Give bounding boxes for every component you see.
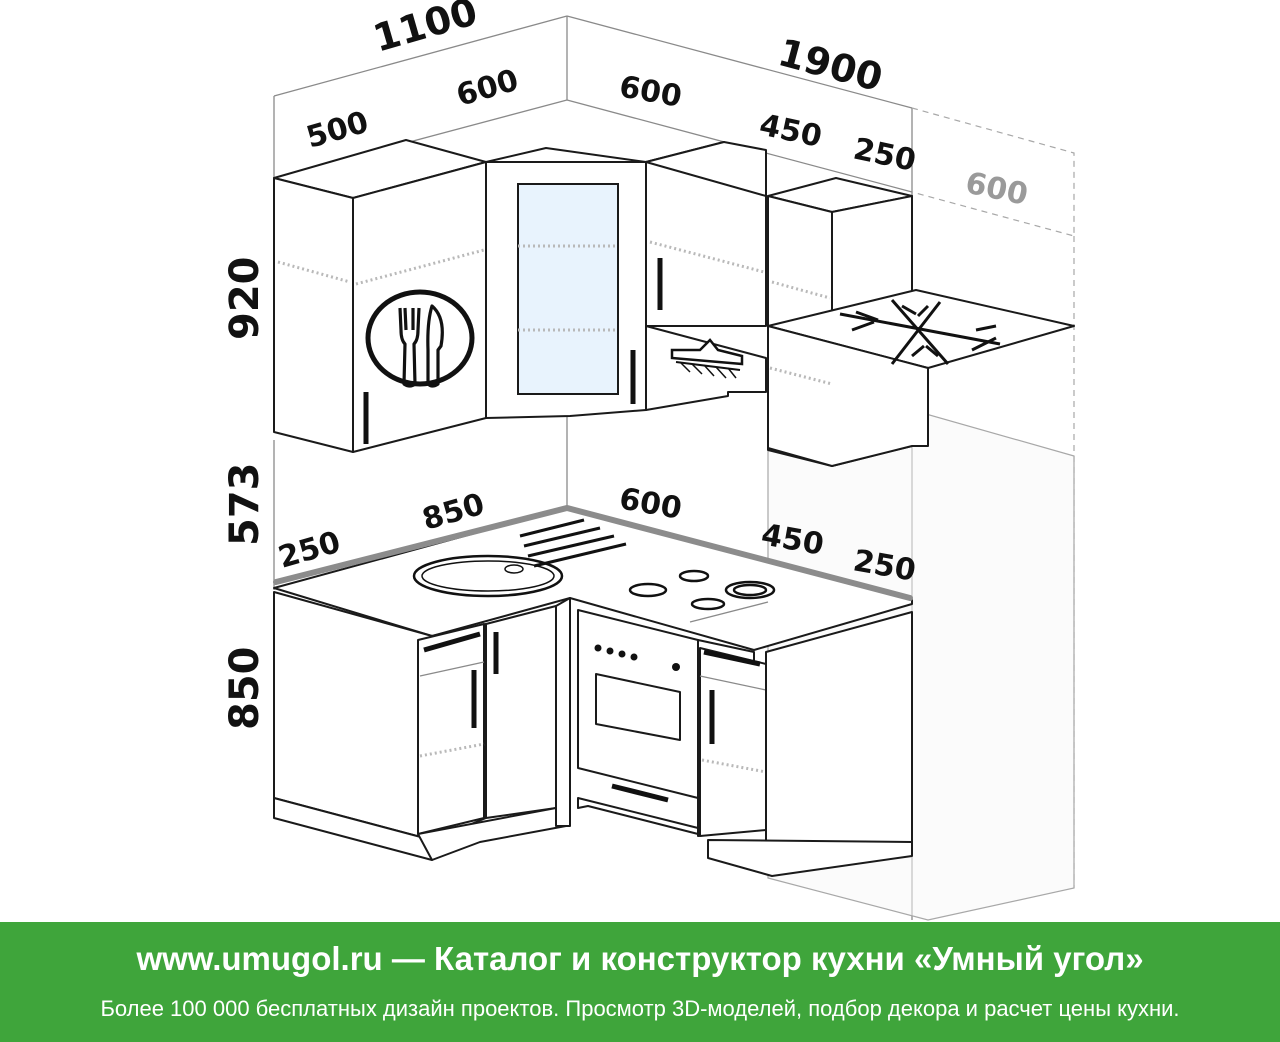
dim-upper-right-250: 250: [850, 132, 919, 179]
fridge: [767, 289, 1075, 467]
dim-upper-height: 920: [222, 257, 268, 341]
base-cabinets: [273, 591, 913, 877]
dim-gap-height: 573: [222, 463, 268, 547]
footer-headline: www.umugol.ru — Каталог и конструктор ку…: [0, 940, 1280, 978]
upper-cabinet-hood: [645, 141, 767, 411]
range-hood-icon: [670, 338, 744, 379]
sink-icon: [412, 518, 627, 598]
dim-upper-right-600: 600: [617, 69, 685, 114]
separator: —: [391, 940, 425, 977]
snowflake-icon: [839, 299, 1001, 365]
footer-banner: www.umugol.ru — Каталог и конструктор ку…: [0, 922, 1280, 1042]
dim-top-right-total: 1900: [774, 30, 888, 100]
dim-upper-left-500: 500: [303, 105, 373, 156]
footer-title: Каталог и конструктор кухни «Умный угол»: [434, 940, 1144, 977]
hob-burners-icon: [628, 569, 776, 611]
dim-upper-left-600: 600: [453, 63, 523, 114]
dim-base-height: 850: [222, 647, 268, 731]
dim-upper-right-450: 450: [756, 108, 825, 155]
dim-counter-600: 600: [617, 481, 685, 526]
upper-cabinet-corner-glass: [485, 147, 647, 419]
kitchen-diagram: 1100 1900 500 600 600 450 250 600 920 57…: [222, 0, 1075, 921]
dim-top-left-total: 1100: [368, 0, 482, 61]
oven-icon: [577, 609, 699, 803]
upper-cabinet-left: [273, 139, 487, 453]
dim-fridge-600: 600: [962, 166, 1031, 213]
footer-subtitle: Более 100 000 бесплатных дизайн проектов…: [100, 996, 1180, 1021]
fork-knife-icon: [398, 304, 444, 388]
plate-emblem: [365, 289, 475, 388]
site-link[interactable]: www.umugol.ru: [136, 940, 383, 977]
countertop: [273, 504, 913, 651]
